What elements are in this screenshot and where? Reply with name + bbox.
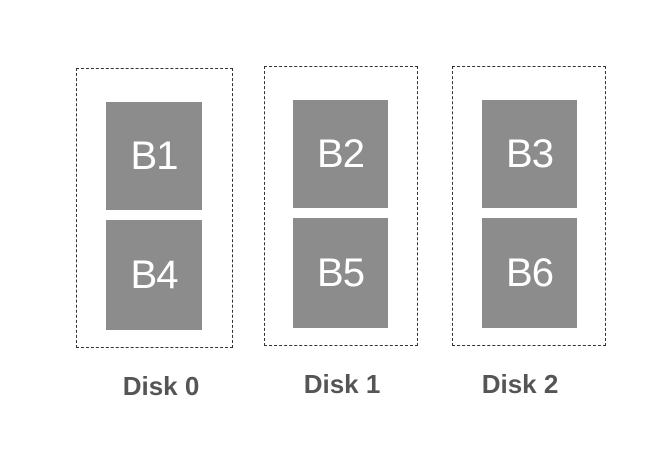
disk-2-container: B3 B6: [452, 66, 606, 346]
disk-0-label: Disk 0: [122, 371, 200, 401]
disk-0-container: B1 B4: [76, 68, 233, 348]
disk-1-container: B2 B5: [264, 66, 418, 346]
block-b6: B6: [482, 218, 577, 328]
block-b3: B3: [482, 100, 577, 208]
block-b1: B1: [106, 102, 202, 210]
disk-2-label: Disk 2: [481, 369, 559, 399]
disk-1-label: Disk 1: [303, 369, 381, 399]
block-b2: B2: [293, 100, 388, 208]
block-b5: B5: [293, 218, 388, 328]
block-b4: B4: [106, 220, 202, 330]
